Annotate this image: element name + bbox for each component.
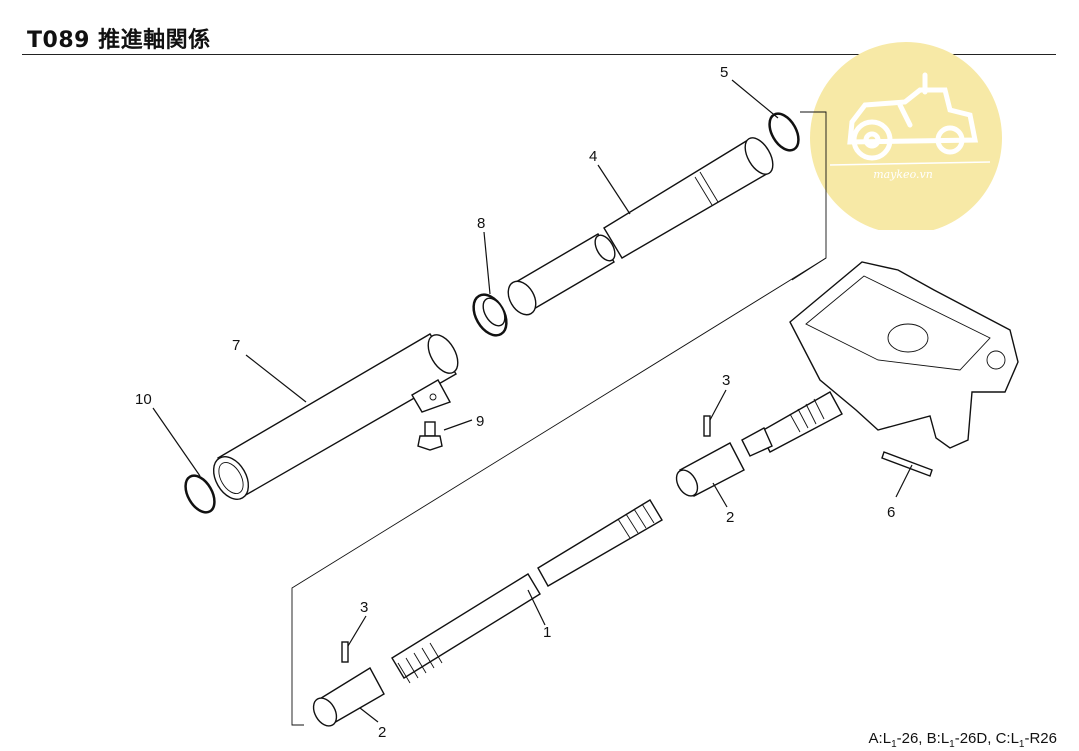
callout-6: 6 [887,504,895,521]
part-3-pin-upper [703,415,711,437]
model-a-sub: 1 [891,739,897,750]
watermark-disc [810,42,1002,230]
title-divider [22,54,1056,55]
model-c-suffix: -R26 [1024,730,1057,747]
part-2-coupling-upper [675,442,745,497]
callout-1: 1 [543,624,551,641]
tractor-icon [847,72,979,161]
leader-lines [152,79,913,723]
part-4-tube [507,137,774,316]
model-b-suffix: -26D, [954,730,996,747]
assembly-outline [291,111,827,726]
callout-labels: 1 2 2 3 3 4 5 6 7 8 9 10 [135,64,895,741]
page-title: T089 推進軸関係 [27,28,211,53]
callout-5: 5 [720,64,728,81]
part-10-o-ring [184,474,216,514]
callout-8: 8 [477,215,485,232]
part-7-tube [212,333,459,500]
model-a-suffix: -26, [896,730,927,747]
model-b-sub: 1 [949,739,955,750]
callout-3-upper: 3 [722,372,730,389]
callout-4: 4 [589,148,597,165]
transmission-housing [741,261,1019,457]
callout-7: 7 [232,337,240,354]
model-applicability-note: A:L1-26, B:L1-26D, C:L1-R26 [869,730,1057,750]
watermark-text: maykeo.vn [873,168,933,181]
part-2-coupling-lower [312,667,385,727]
part-3-pin-lower [341,641,349,663]
callout-2-upper: 2 [726,509,734,526]
callout-2-lower: 2 [378,724,386,741]
model-c-sub: 1 [1018,739,1025,750]
callout-3-lower: 3 [360,599,368,616]
model-b-prefix: B:L [926,730,950,747]
watermark-logo: maykeo.vn [810,42,1002,230]
model-c-prefix: C:L [995,730,1019,747]
part-6-pin [881,451,933,477]
callout-9: 9 [476,413,484,430]
part-1-shaft [391,499,663,684]
callout-10: 10 [135,391,152,408]
part-5-o-ring [768,112,800,152]
part-9-bolt [417,421,443,451]
part-8-bushing [472,293,508,337]
model-a-prefix: A:L [868,730,892,747]
